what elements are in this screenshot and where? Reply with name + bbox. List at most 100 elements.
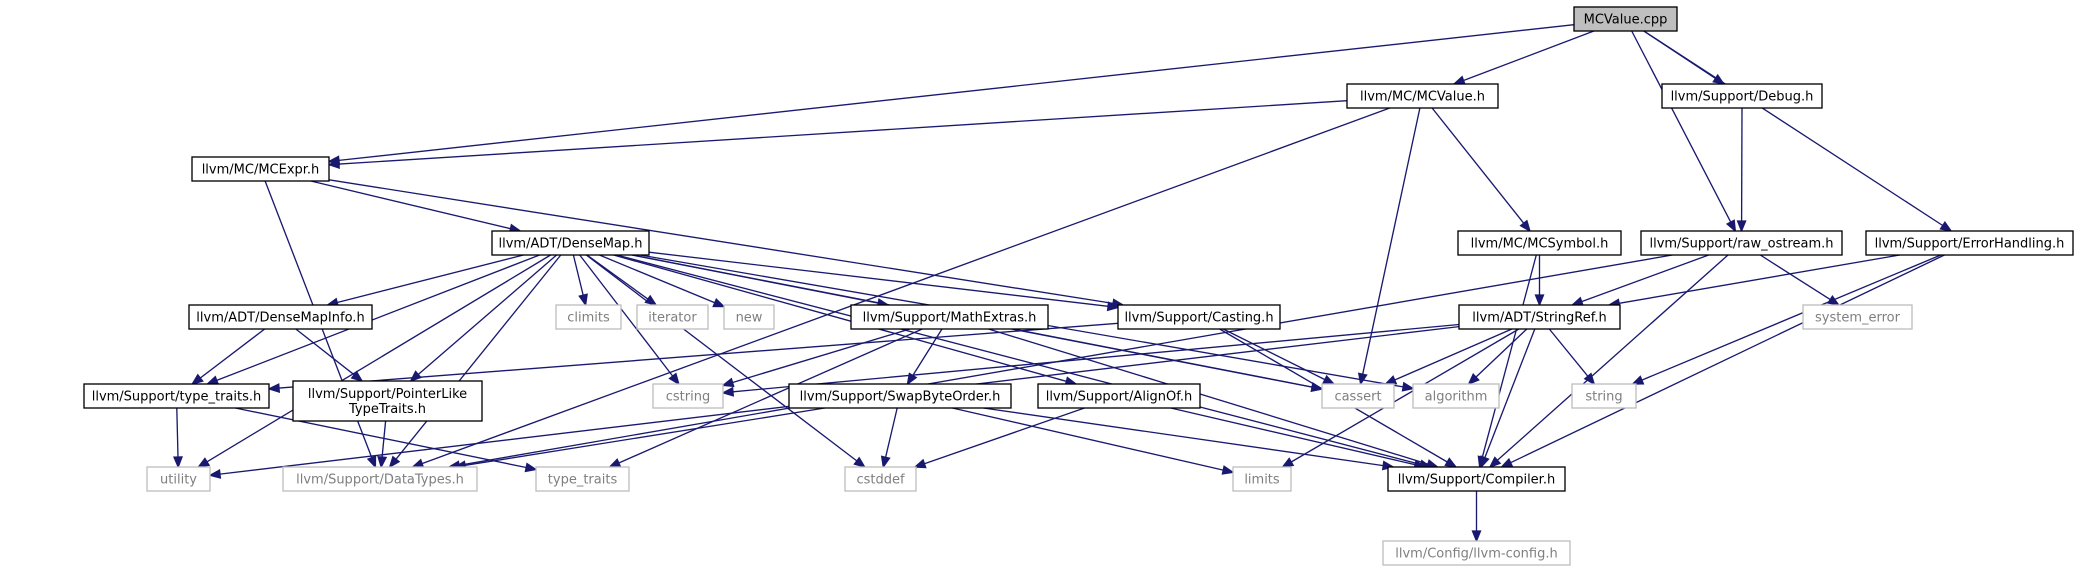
edge-line (1481, 254, 1537, 458)
node-label: limits (1244, 473, 1280, 488)
node-support_compiler_h[interactable]: llvm/Support/Compiler.h (1387, 466, 1566, 492)
edge-arrowhead (1631, 375, 1645, 385)
edge-arrowhead (196, 457, 211, 468)
edge-support_pointerliketypetraits_h-to-support_datatypes_h (377, 420, 388, 469)
edge-arrowhead (411, 458, 425, 468)
edge-adt_densemapinfo_h-to-support_type_traits_h (190, 328, 266, 386)
node-utility: utility (146, 466, 211, 492)
edge-line (1475, 328, 1528, 378)
edge-adt_stringref_h-to-support_compiler_h (1480, 328, 1536, 469)
node-box (1571, 383, 1637, 409)
node-label: TypeTraits.h (348, 402, 426, 417)
edge-line (1618, 254, 1900, 304)
node-label: llvm/ADT/StringRef.h (1472, 311, 1606, 326)
edge-support_errorhandling_h-to-support_compiler_h (1499, 254, 1945, 468)
edge-arrowhead (377, 455, 388, 469)
edge-line (295, 328, 355, 376)
node-support_type_traits_h[interactable]: llvm/Support/type_traits.h (83, 383, 270, 409)
node-support_alignof_h[interactable]: llvm/Support/AlignOf.h (1037, 383, 1201, 409)
edge-adt_densemap_h-to-support_casting_h (648, 251, 1120, 312)
edge-arrowhead (1725, 219, 1737, 233)
node-label: cstring (666, 390, 710, 405)
edge-line (216, 254, 540, 382)
node-label: MCValue.cpp (1584, 13, 1668, 28)
edge-adt_densemap_h-to-support_datatypes_h (388, 254, 562, 469)
edge-adt_densemap_h-to-support_pointerliketypetraits_h (409, 254, 558, 383)
node-type_traits: type_traits (535, 466, 630, 492)
node-box (292, 380, 483, 422)
node-cstring: cstring (652, 383, 724, 409)
edge-arrowhead (1570, 296, 1584, 306)
edge-support_errorhandling_h-to-string (1631, 254, 1942, 385)
edge-arrowhead (578, 293, 588, 307)
edge-arrowhead (524, 462, 538, 473)
edge-arrowhead (721, 377, 735, 388)
node-label: iterator (648, 311, 697, 326)
node-mc_mcexpr_h[interactable]: llvm/MC/MCExpr.h (191, 156, 330, 182)
node-adt_stringref_h[interactable]: llvm/ADT/StringRef.h (1458, 304, 1621, 330)
edge-arrowhead (1106, 301, 1120, 312)
edge-line (579, 254, 674, 377)
edge-adt_stringref_h-to-string (1548, 328, 1596, 386)
node-label: llvm/Support/type_traits.h (92, 390, 262, 405)
node-box (1573, 6, 1678, 32)
node-support_raw_ostream_h[interactable]: llvm/Support/raw_ostream.h (1640, 230, 1843, 256)
node-box (636, 304, 709, 330)
edge-arrowhead (409, 370, 422, 383)
edge-line (983, 407, 1384, 467)
node-support_mathextras_h[interactable]: llvm/Support/MathExtras.h (850, 304, 1049, 330)
edge-arrowhead (1736, 220, 1747, 233)
edge-line (1631, 30, 1732, 223)
edge-line (884, 407, 898, 458)
edge-adt_densemap_h-to-cstddef (585, 254, 867, 469)
edge-arrowhead (1444, 457, 1458, 468)
edge-line (1484, 328, 1536, 458)
node-adt_densemapinfo_h[interactable]: llvm/ADT/DenseMapInfo.h (188, 304, 373, 330)
node-support_errorhandling_h[interactable]: llvm/Support/ErrorHandling.h (1865, 230, 2074, 256)
node-box (1346, 83, 1499, 109)
edge-mc_mcvalue_h-to-cassert (1357, 107, 1421, 386)
edge-line (338, 100, 1348, 165)
node-label: cstddef (856, 473, 905, 488)
node-box (1458, 304, 1621, 330)
node-support_swapbyteorder_h[interactable]: llvm/Support/SwapByteOrder.h (788, 383, 1012, 409)
edge-line (1759, 254, 1831, 301)
node-box (1802, 304, 1913, 330)
edge-arrowhead (913, 458, 927, 469)
edge-mc_mcvalue_h-to-mc_mcexpr_h (327, 100, 1348, 170)
node-iterator: iterator (636, 304, 709, 330)
edge-support_alignof_h-to-cstddef (913, 407, 1085, 469)
node-mcvalue_cpp[interactable]: MCValue.cpp (1573, 6, 1678, 32)
edge-adt_densemap_h-to-support_compiler_h (616, 254, 1433, 470)
edge-mc_mcvalue_h-to-support_datatypes_h (411, 107, 1391, 468)
edge-arrowhead (173, 456, 183, 469)
edge-arrowhead (1583, 372, 1596, 386)
node-label: llvm/Config/llvm-config.h (1395, 547, 1557, 562)
edge-adt_stringref_h-to-cstring (721, 323, 1460, 397)
node-box (146, 466, 211, 492)
edge-mc_mcexpr_h-to-adt_densemap_h (310, 180, 522, 234)
edge-arrowhead (712, 297, 726, 308)
edge-arrowhead (388, 455, 401, 469)
node-label: climits (567, 311, 610, 326)
node-support_debug_h[interactable]: llvm/Support/Debug.h (1661, 83, 1823, 109)
node-support_casting_h[interactable]: llvm/Support/Casting.h (1117, 304, 1281, 330)
node-box (1640, 230, 1843, 256)
node-mc_mcsymbol_h[interactable]: llvm/MC/MCSymbol.h (1457, 230, 1622, 256)
edge-line (1290, 328, 1520, 463)
edge-adt_densemap_h-to-utility (196, 254, 551, 468)
edge-support_raw_ostream_h-to-adt_stringref_h (1570, 254, 1709, 306)
node-adt_densemap_h[interactable]: llvm/ADT/DenseMap.h (491, 230, 650, 256)
edge-mcvalue_cpp-to-support_errorhandling_h (1643, 30, 1953, 232)
edge-support_raw_ostream_h-to-system_error (1759, 254, 1841, 306)
edge-line (199, 328, 266, 379)
node-label: llvm/Support/SwapByteOrder.h (800, 390, 1001, 405)
node-label: utility (160, 473, 197, 488)
edge-line (176, 407, 179, 458)
node-mc_mcvalue_h[interactable]: llvm/MC/MCValue.h (1346, 83, 1499, 109)
edge-arrowhead (1383, 375, 1398, 385)
edge-arrowhead (350, 370, 364, 383)
edge-mc_mcexpr_h-to-support_casting_h (328, 179, 1125, 309)
node-label: llvm/Support/raw_ostream.h (1649, 237, 1833, 252)
